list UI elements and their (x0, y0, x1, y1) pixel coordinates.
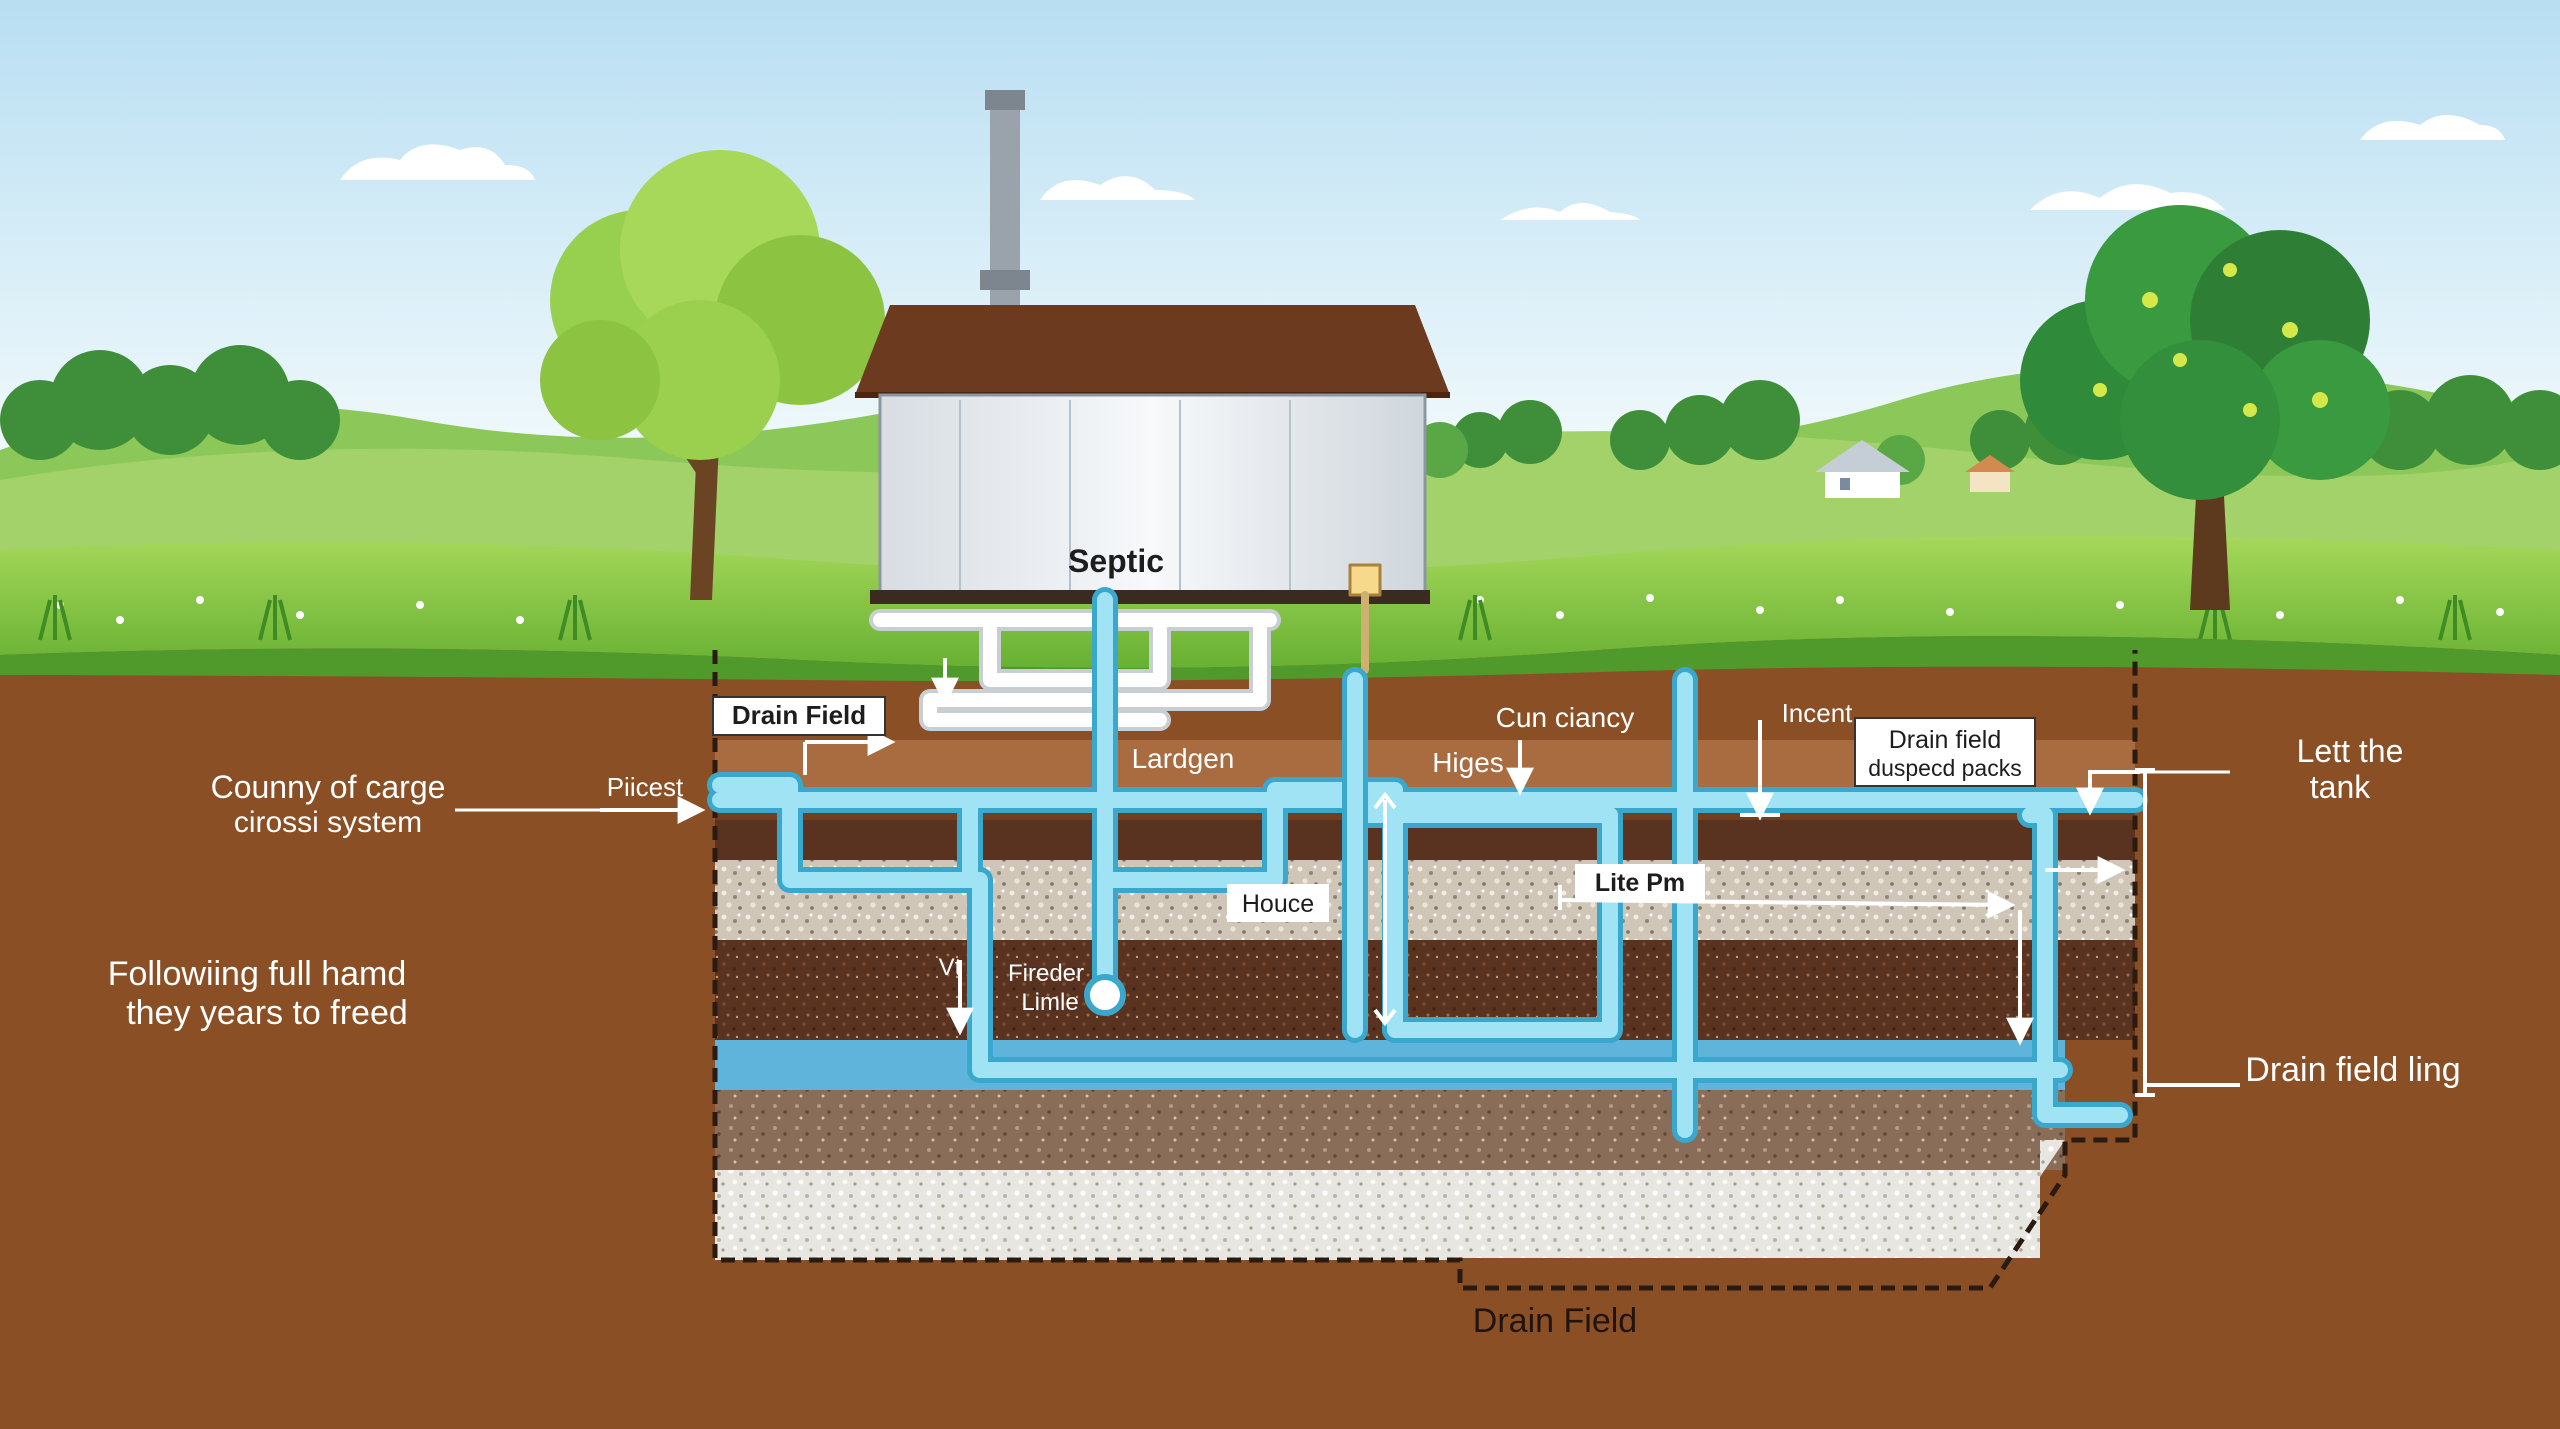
farmhouse-icon (1815, 440, 2015, 498)
pipes-drain (707, 563, 2148, 1143)
label-houce: Houce (1242, 890, 1314, 918)
septic-tank (855, 90, 1450, 604)
label-let-tank-2: tank (2310, 769, 2371, 805)
label-lite-pm-box: Lite Pm (1575, 864, 1705, 900)
tree-icon-right (2020, 205, 2390, 610)
label-drain-field-packs-box: Drain field duspecd packs (1854, 717, 2036, 787)
label-septic: Septic (1068, 543, 1164, 579)
label-drain-field-packs-1: Drain field (1889, 726, 2002, 754)
label-drain-field-ling: Drain field ling (2245, 1051, 2460, 1089)
label-piicest: Piicest (607, 772, 684, 802)
label-incent: Incent (1782, 698, 1854, 728)
grass-tufts (38, 595, 2472, 641)
clouds (340, 115, 2505, 220)
label-lite-pm: Lite Pm (1595, 869, 1685, 897)
label-drain-field-bottom: Drain Field (1473, 1302, 1637, 1340)
label-houce-box: Houce (1227, 884, 1329, 922)
label-fireder-1: Fireder (1008, 960, 1084, 987)
label-left-desc-2: cirossi system (234, 806, 422, 839)
label-drain-field: Drain Field (732, 700, 866, 730)
label-let-tank-1: Lett the (2297, 733, 2404, 769)
tree-icon-left (540, 150, 885, 600)
excavation-outline (712, 650, 2138, 1291)
label-fireder-2: Limle (1021, 989, 1078, 1016)
label-left-note-2: they years to freed (126, 994, 408, 1032)
grass-edge (0, 636, 2560, 681)
label-higes: Higes (1432, 747, 1504, 778)
label-cun-ciancy: Cun ciancy (1496, 702, 1635, 733)
label-left-note-1: Followiing full hamd (108, 955, 407, 993)
label-drain-field-box: Drain Field (712, 696, 886, 736)
label-lardgen: Lardgen (1132, 743, 1235, 774)
flow-arrows (600, 658, 2240, 1097)
pipes-tank-outlet (869, 609, 1281, 731)
label-vt: Vt (939, 954, 962, 981)
label-drain-field-packs-2: duspecd packs (1868, 755, 2021, 781)
label-left-desc-1: Counny of carge (211, 769, 446, 805)
